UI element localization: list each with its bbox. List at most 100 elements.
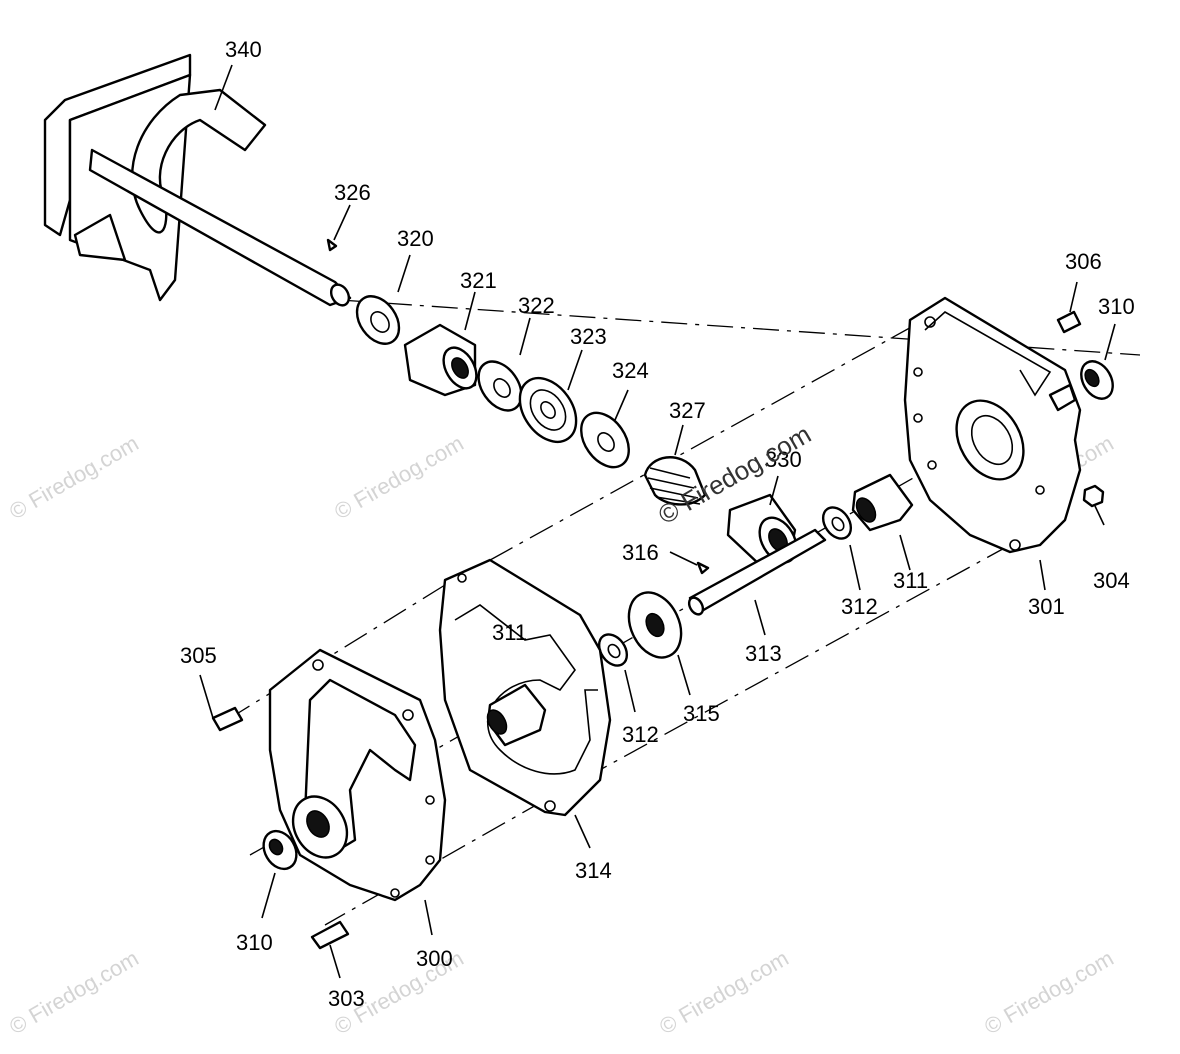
bolt-hole — [402, 709, 414, 721]
label-301: 301 — [1028, 594, 1065, 619]
label-340: 340 — [225, 37, 262, 62]
screw-306 — [1056, 310, 1082, 334]
auger-foot — [73, 213, 127, 262]
leader-310-left — [261, 872, 276, 919]
auger-flight — [131, 88, 267, 234]
washer-324 — [580, 411, 630, 469]
shear-pin-326 — [326, 238, 338, 252]
label-314: 314 — [575, 858, 612, 883]
washer-320 — [355, 295, 401, 345]
nut-304 — [1082, 484, 1105, 508]
washer-outer — [821, 506, 853, 540]
leader-306 — [1069, 281, 1078, 313]
shaft-313 — [687, 528, 827, 616]
label-326: 326 — [334, 180, 371, 205]
bolt-centerline-upper — [444, 324, 916, 586]
leader-300 — [424, 899, 433, 936]
label-312-left: 312 — [622, 722, 659, 747]
auger-assembly-340 — [43, 53, 352, 307]
leader-303 — [329, 944, 341, 979]
leader-313 — [754, 599, 766, 636]
housing-bore — [306, 810, 330, 838]
label-312-right: 312 — [841, 594, 878, 619]
bolt-hole — [1009, 539, 1021, 551]
key-316 — [696, 561, 710, 575]
worm-body — [643, 456, 707, 506]
washer-inner — [597, 432, 615, 452]
bushing-bore — [486, 709, 508, 735]
housing-stub — [1048, 383, 1077, 412]
bolt-hole — [544, 800, 556, 812]
washer-outer — [580, 411, 630, 469]
screw-305 — [211, 706, 244, 732]
label-330: 330 — [765, 447, 802, 472]
label-322: 322 — [518, 293, 555, 318]
gear-315 — [627, 591, 683, 659]
leader-lines — [199, 64, 1116, 979]
washer-inner — [831, 516, 845, 532]
leader-312-right — [849, 544, 861, 591]
washer-312-left — [597, 633, 629, 667]
leader-323 — [567, 349, 583, 391]
leader-310-right — [1104, 323, 1116, 361]
washer-312-right — [821, 506, 853, 540]
label-305: 305 — [180, 643, 217, 668]
housing-rim — [924, 311, 1052, 397]
label-311-left: 311 — [492, 620, 527, 645]
washer-outer — [477, 360, 523, 412]
label-321: 321 — [460, 268, 497, 293]
leader-340 — [214, 64, 233, 111]
thrust-outer — [518, 376, 578, 444]
bearing-bore — [451, 357, 469, 379]
key-icon — [696, 561, 710, 575]
leader-316 — [669, 551, 698, 566]
screw-icon — [1056, 310, 1082, 334]
label-300: 300 — [416, 946, 453, 971]
leader-311-right — [899, 534, 911, 571]
washer-inner — [607, 643, 621, 659]
label-306: 306 — [1065, 249, 1102, 274]
thrust-bearing-323 — [518, 376, 578, 444]
leader-321 — [464, 291, 476, 331]
thrust-race — [529, 389, 567, 431]
bushing-330 — [726, 493, 798, 567]
washer-322 — [477, 360, 523, 412]
watermark: © Firedog.com — [655, 945, 793, 1039]
leader-324 — [614, 389, 629, 421]
leader-314 — [574, 814, 591, 849]
bolt-hole — [913, 367, 923, 377]
gear-housing-300 — [268, 648, 447, 902]
leader-315 — [677, 654, 691, 696]
washer-inner — [370, 311, 390, 333]
pin-icon — [326, 238, 338, 252]
label-327: 327 — [669, 398, 706, 423]
label-320: 320 — [397, 226, 434, 251]
label-315: 315 — [683, 701, 720, 726]
washer-outer — [597, 633, 629, 667]
screw-icon — [211, 706, 244, 732]
watermark: © Firedog.com — [330, 430, 468, 524]
seal-310-left — [262, 829, 298, 871]
bushing-311-right — [851, 473, 914, 532]
part-labels: 340 326 320 321 322 323 324 327 330 316 … — [180, 37, 1135, 1011]
washer-outer — [355, 295, 401, 345]
gear-bore — [645, 612, 665, 638]
leader-301 — [1039, 559, 1046, 591]
bolt-centerline-lower — [544, 544, 1011, 801]
label-304: 304 — [1093, 568, 1130, 593]
bolt-hole — [924, 316, 936, 328]
thrust-inner — [540, 401, 556, 419]
watermark: © Firedog.com — [5, 945, 143, 1039]
label-316: 316 — [622, 540, 659, 565]
watermark: © Firedog.com — [5, 430, 143, 524]
label-310-right: 310 — [1098, 294, 1135, 319]
bolt-hole — [425, 855, 435, 865]
label-310-left: 310 — [236, 930, 273, 955]
worm-threads — [647, 467, 701, 505]
leader-304 — [1094, 505, 1105, 526]
bolt-hole — [425, 795, 435, 805]
bolt-hole — [457, 573, 467, 583]
leader-330 — [769, 475, 779, 506]
